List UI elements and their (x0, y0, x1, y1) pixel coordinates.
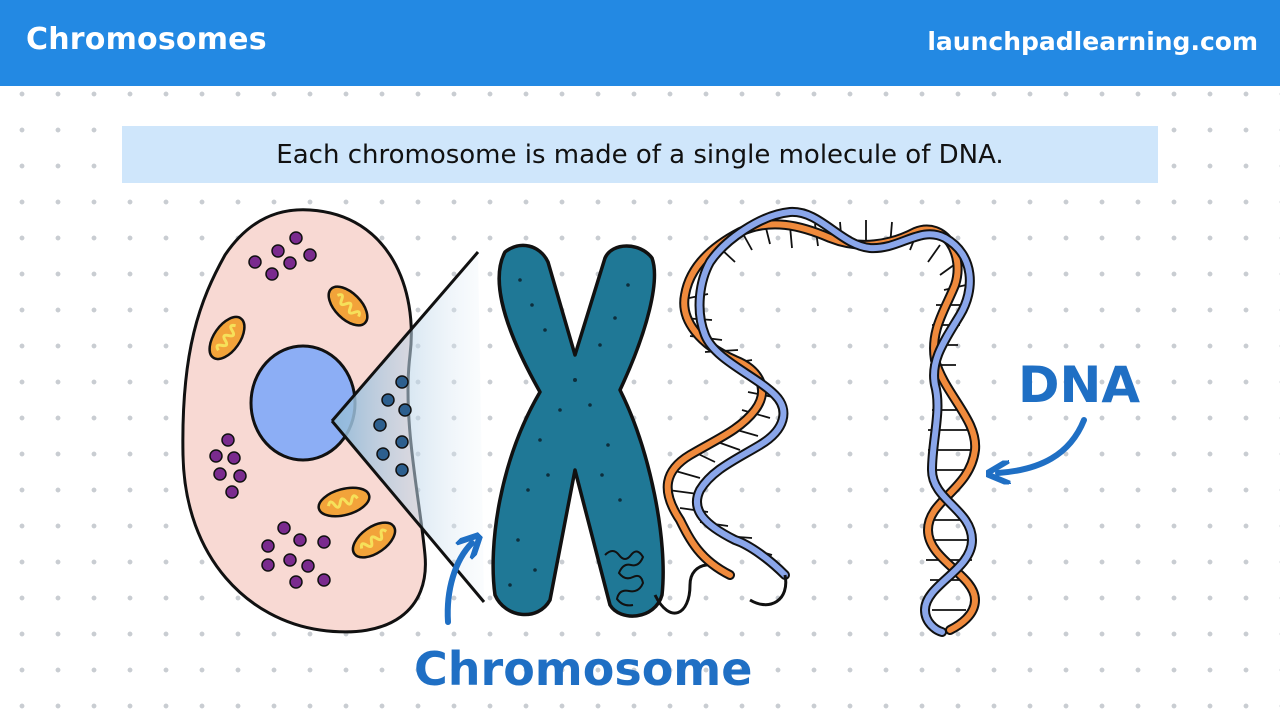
dna-strand-orange (662, 219, 981, 635)
dna-helix (662, 206, 981, 637)
nucleus (249, 344, 357, 462)
granule-cluster-left (209, 433, 247, 499)
header-bar: Chromosomes launchpadlearning.com (0, 0, 1280, 86)
mitochondrion-middle (317, 486, 371, 518)
page-title: Chromosomes (26, 22, 267, 57)
dna-strand-blue-fill (693, 208, 976, 635)
chromosome-coiled-end (604, 550, 645, 607)
nucleus-chromatin-dots (373, 375, 412, 477)
chromosome-illustration (491, 243, 665, 618)
mitochondrion-top (327, 285, 369, 327)
zoom-cone (330, 251, 486, 603)
chromosome-speckles (508, 278, 630, 587)
cell-illustration (181, 208, 427, 634)
dna-end-tail (749, 574, 788, 607)
chromosome-label: Chromosome (414, 642, 752, 696)
website-url: launchpadlearning.com (927, 27, 1258, 56)
chromosome-arrow (444, 543, 472, 625)
dna-rungs (667, 220, 972, 611)
granule-cluster-bottom (261, 521, 331, 589)
dna-strand-orange-fill (664, 221, 979, 633)
granule-cluster-top (248, 231, 317, 281)
dna-arrow (998, 417, 1087, 473)
chromosome-shape (491, 243, 665, 618)
mitochondrion-left (208, 315, 246, 361)
mitochondrion-bottom (351, 521, 397, 559)
caption-banner: Each chromosome is made of a single mole… (122, 126, 1158, 183)
dna-label: DNA (1018, 356, 1140, 414)
